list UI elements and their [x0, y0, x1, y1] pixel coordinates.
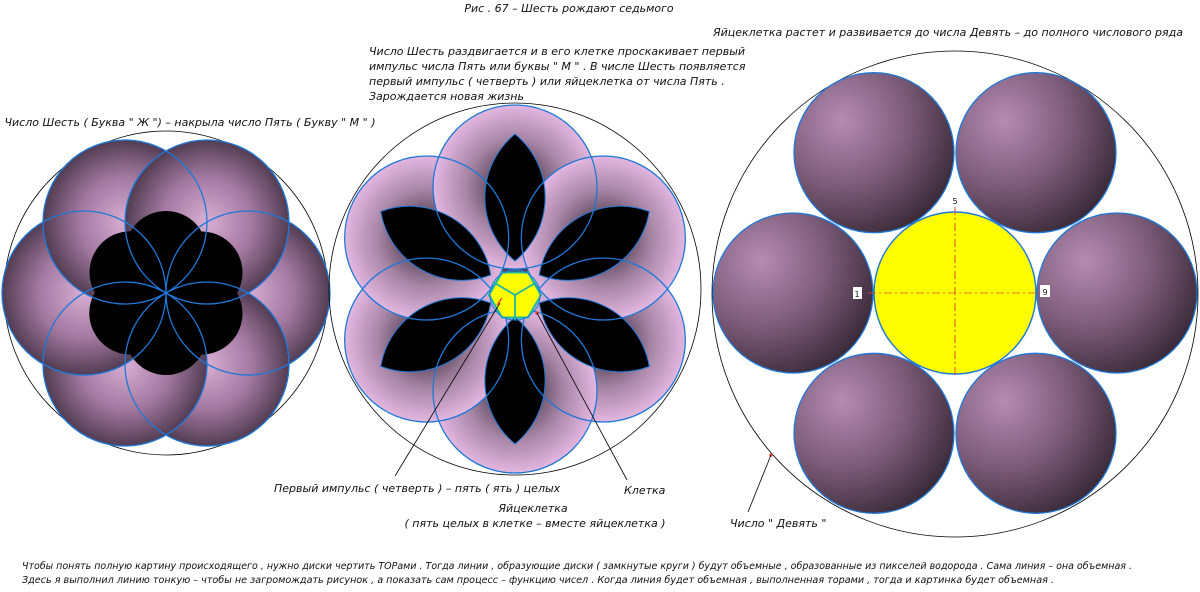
middle-caption-line-1: Число Шесть раздвигается и в его клетке … — [369, 45, 745, 58]
cell-callout-line — [536, 312, 628, 481]
middle-caption-line-3: первый импульс ( четверть ) или яйцеклет… — [369, 75, 725, 88]
middle-disk-outline-6 — [520, 155, 686, 321]
middle-petal-group — [380, 133, 650, 445]
middle-disk-outline-3 — [344, 257, 510, 423]
middle-caption-line-2: импульс числа Пять или буквы " М " . В ч… — [369, 60, 746, 73]
footer-line-2: Здесь я выполнил линию тонкую – чтобы не… — [22, 574, 1054, 586]
left-disk-outline-6 — [124, 139, 290, 305]
figure-title: Рис . 67 – Шесть рождают седьмого — [464, 2, 674, 15]
marker-nine-box — [1040, 285, 1050, 297]
middle-petal-5 — [380, 297, 492, 373]
middle-petal-1 — [484, 133, 546, 262]
middle-center-cell — [487, 269, 543, 321]
right-disk-3 — [793, 352, 955, 514]
impulse-callout-line — [394, 302, 501, 477]
marker-one: 1 — [854, 290, 859, 299]
cell-spoke-2 — [492, 281, 516, 296]
right-diagram: Яйцеклетка растет и развивается до числа… — [711, 26, 1199, 538]
right-disk-group — [712, 72, 1198, 514]
left-petal-6 — [125, 211, 207, 293]
right-caption: Яйцеклетка растет и развивается до числа… — [712, 26, 1183, 39]
middle-caption-line-4: Зарождается новая жизнь — [369, 90, 524, 103]
egg-cell-label: Яйцеклетка — [497, 502, 568, 515]
right-disk-6 — [955, 72, 1117, 234]
middle-disk-outline-5 — [432, 104, 598, 270]
middle-disk-outline-4 — [344, 155, 510, 321]
marker-five: 5 — [952, 197, 957, 206]
left-caption: Число Шесть ( Буква " Ж ") – накрыла чис… — [4, 116, 375, 129]
left-diagram: Число Шесть ( Буква " Ж ") – накрыла чис… — [1, 116, 376, 456]
right-disk-1 — [1036, 212, 1198, 374]
left-outline-group — [1, 139, 331, 447]
marker-nine: 9 — [1042, 288, 1047, 297]
middle-petal-3 — [538, 297, 650, 373]
middle-petal-6 — [380, 205, 492, 281]
nine-callout-label: Число " Девять " — [730, 517, 826, 530]
right-outer-circle — [711, 50, 1199, 538]
impulse-mark — [496, 297, 503, 306]
right-disk-4 — [712, 212, 874, 374]
right-disk-5 — [793, 72, 955, 234]
left-petal-group — [89, 211, 243, 375]
middle-petal-4 — [484, 316, 546, 445]
left-disk-outline-5 — [42, 139, 208, 305]
nine-callout-line — [747, 454, 772, 513]
egg-cell-sublabel: ( пять целых в клетке – вместе яйцеклетк… — [404, 517, 665, 530]
middle-outer-circle — [328, 102, 702, 476]
marker-one-box — [853, 287, 862, 299]
cell-spoke-3 — [514, 281, 538, 296]
impulse-callout-label: Первый импульс ( четверть ) – пять ( ять… — [274, 482, 561, 495]
cell-callout-label: Клетка — [624, 484, 666, 497]
middle-disk-outline-1 — [520, 257, 686, 423]
footer-line-1: Чтобы понять полную картину происходящег… — [22, 560, 1132, 572]
right-disk-2 — [955, 352, 1117, 514]
middle-petal-2 — [538, 205, 650, 281]
middle-diagram: Число Шесть раздвигается и в его клетке … — [274, 45, 746, 530]
